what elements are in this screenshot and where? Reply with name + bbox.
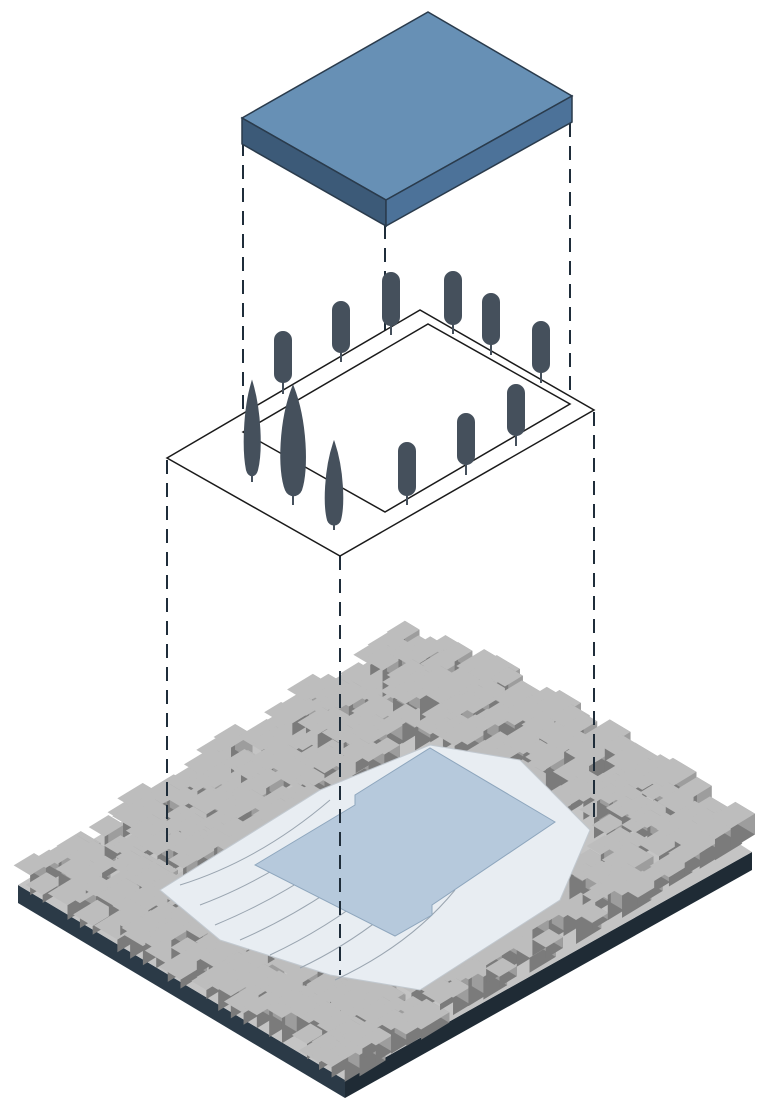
building	[108, 901, 158, 932]
building	[341, 1020, 389, 1049]
tree-column	[398, 442, 416, 505]
building	[601, 734, 638, 757]
building	[225, 748, 260, 770]
tree-cypress	[324, 439, 344, 530]
building	[291, 1023, 326, 1044]
building	[532, 689, 581, 719]
building	[440, 642, 473, 662]
building	[362, 1027, 393, 1046]
building	[492, 680, 546, 713]
tree-column	[382, 272, 400, 335]
building	[579, 905, 609, 923]
base-side-right	[345, 852, 752, 1098]
building	[170, 937, 202, 956]
building	[653, 782, 682, 800]
building	[200, 829, 232, 849]
building	[678, 777, 712, 797]
site-plane	[253, 747, 556, 937]
building	[549, 704, 590, 729]
building	[25, 872, 64, 895]
building	[361, 982, 405, 1008]
trees	[274, 271, 550, 505]
building	[312, 706, 353, 731]
building	[294, 767, 329, 789]
building	[130, 799, 176, 827]
building	[153, 784, 183, 802]
building	[351, 694, 401, 725]
building	[168, 767, 206, 790]
building	[598, 863, 652, 896]
building	[596, 826, 640, 854]
building	[371, 737, 400, 755]
building	[235, 963, 288, 996]
building	[711, 801, 755, 829]
tree-column	[444, 271, 462, 334]
building	[456, 649, 507, 680]
building	[58, 835, 93, 857]
building	[601, 842, 654, 874]
building	[334, 1019, 364, 1037]
tree-cypress	[280, 384, 306, 505]
building	[421, 1012, 450, 1040]
building	[123, 856, 160, 878]
building	[591, 814, 625, 834]
building	[395, 996, 428, 1016]
building	[485, 957, 517, 977]
building	[96, 878, 150, 910]
tree-column	[332, 301, 350, 362]
building	[129, 863, 179, 893]
building	[427, 635, 460, 655]
building	[386, 620, 420, 641]
building	[386, 703, 422, 725]
building	[398, 998, 450, 1030]
tree-cypress	[243, 379, 261, 482]
building	[66, 840, 116, 871]
building	[490, 666, 523, 687]
tree-column	[532, 321, 550, 383]
building	[178, 813, 209, 832]
building	[633, 809, 664, 828]
building	[566, 713, 598, 732]
building	[381, 996, 410, 1014]
terrain-layer	[13, 620, 755, 1098]
building	[472, 681, 511, 705]
building	[304, 1001, 344, 1026]
tree-column	[507, 384, 525, 446]
building	[617, 794, 661, 821]
building	[438, 978, 471, 998]
building	[89, 855, 118, 873]
building	[108, 850, 150, 876]
building	[322, 768, 357, 789]
park-layer	[165, 271, 596, 557]
base-side-left	[18, 885, 345, 1098]
building	[531, 928, 563, 948]
building	[386, 659, 434, 688]
tree-column	[457, 413, 475, 475]
volume-layer	[240, 11, 574, 228]
park-outer-outline	[165, 309, 596, 557]
building	[289, 783, 328, 807]
building	[262, 744, 311, 774]
building	[213, 723, 253, 748]
tree-column	[482, 293, 500, 355]
building	[230, 789, 269, 813]
building	[583, 719, 631, 748]
trees-cypress	[243, 379, 344, 530]
building	[690, 808, 720, 827]
volume-right-face	[385, 94, 573, 228]
building	[605, 742, 659, 775]
building	[468, 655, 520, 687]
tree-column	[274, 331, 292, 394]
building	[73, 899, 117, 927]
building	[643, 757, 697, 790]
building	[609, 784, 644, 805]
building	[88, 815, 125, 837]
